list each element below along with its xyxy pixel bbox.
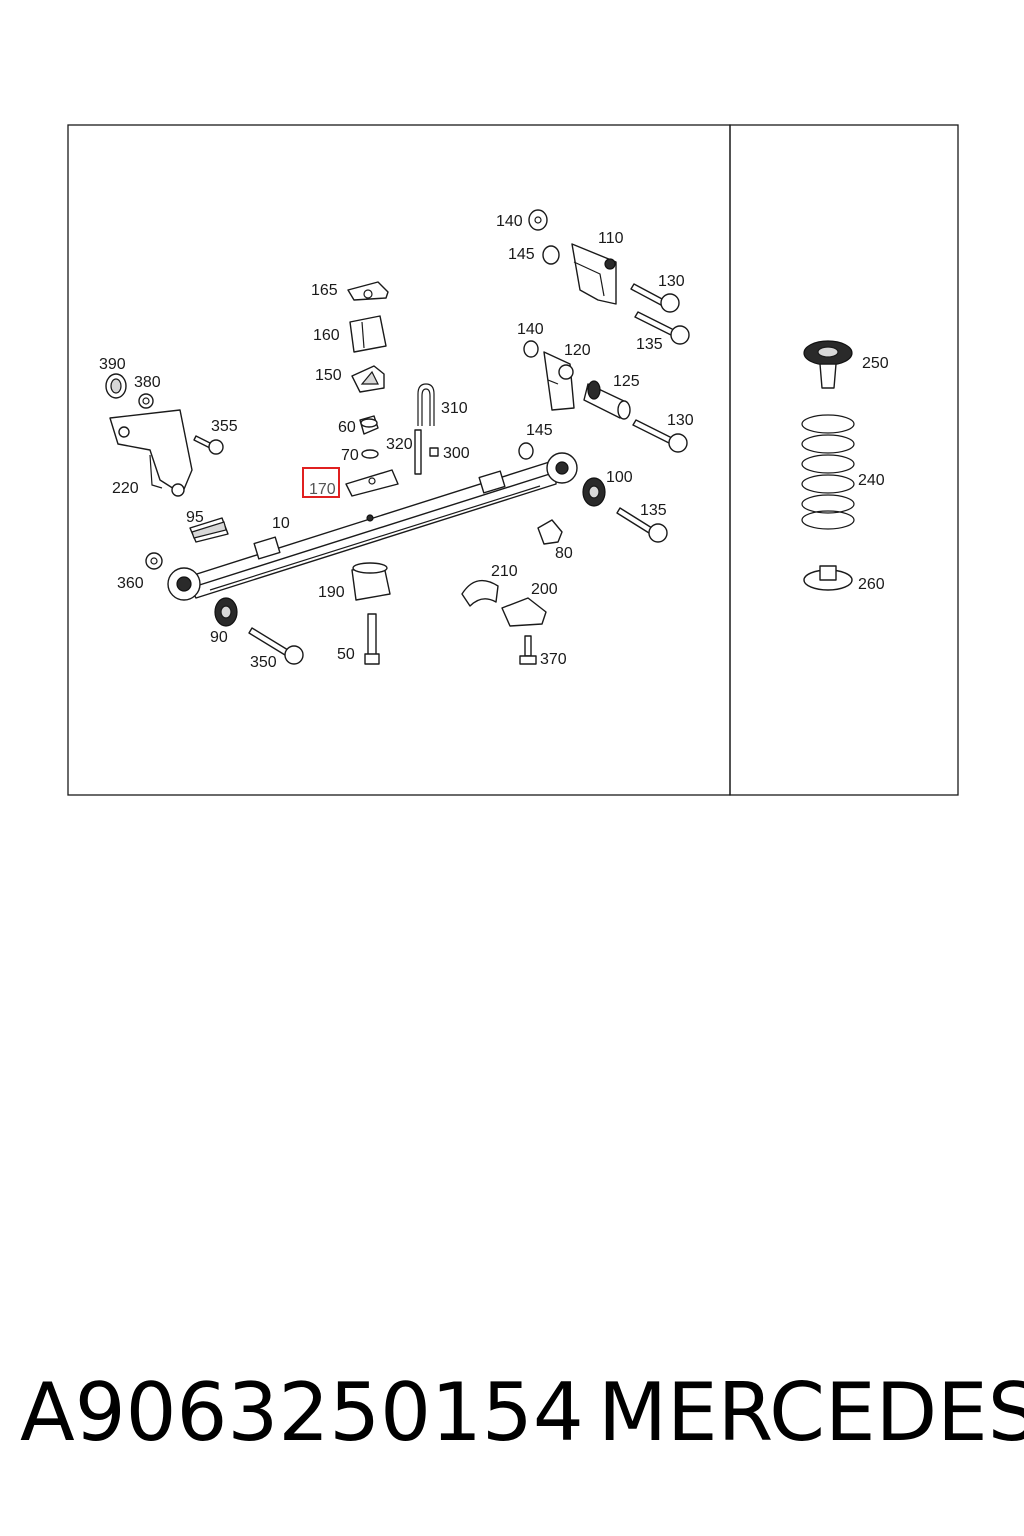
label-130-mid: 130 xyxy=(667,412,694,429)
label-350: 350 xyxy=(250,654,277,671)
bushing-125-part xyxy=(583,380,631,420)
label-110: 110 xyxy=(598,230,624,247)
coil-spring-240-part xyxy=(801,414,855,530)
label-90: 90 xyxy=(210,629,228,646)
label-390: 390 xyxy=(99,356,126,373)
washer-145-upper-part xyxy=(542,245,560,265)
nut-140-upper-part xyxy=(528,209,548,231)
leaf-spring-part xyxy=(167,452,578,601)
pad-95-part xyxy=(189,517,229,543)
shackle-120-part xyxy=(543,351,575,411)
bolt-130-mid-part xyxy=(632,419,688,453)
label-70: 70 xyxy=(341,447,359,464)
nut-140-lower-part xyxy=(523,340,539,358)
label-200: 200 xyxy=(531,581,558,598)
label-190: 190 xyxy=(318,584,345,601)
label-370: 370 xyxy=(540,651,567,668)
label-100: 100 xyxy=(606,469,633,486)
cap-210-part xyxy=(461,579,499,607)
label-250: 250 xyxy=(862,355,889,372)
diagram-frame-side xyxy=(729,124,959,796)
bolt-350-part xyxy=(248,627,304,665)
block-150-part xyxy=(351,365,385,393)
block-160-part xyxy=(349,315,387,353)
label-135-upper: 135 xyxy=(636,336,663,353)
label-80: 80 xyxy=(555,545,573,562)
label-300: 300 xyxy=(443,445,470,462)
label-140-lower: 140 xyxy=(517,321,544,338)
u-bolt-310-part xyxy=(417,383,435,426)
label-125: 125 xyxy=(613,373,640,390)
label-380: 380 xyxy=(134,374,161,391)
bolt-355-part xyxy=(193,435,224,455)
label-120: 120 xyxy=(564,342,591,359)
bolt-370-part xyxy=(519,635,537,665)
brand-name: MERCEDES xyxy=(598,1366,1024,1459)
part-number: A9063250154 xyxy=(20,1366,584,1459)
label-145-upper: 145 xyxy=(508,246,535,263)
label-355: 355 xyxy=(211,418,238,435)
label-10: 10 xyxy=(272,515,290,532)
label-170: 170 xyxy=(309,481,336,498)
shackle-110-part xyxy=(571,243,617,305)
bolt-135-lower-part xyxy=(616,507,668,543)
label-320: 320 xyxy=(386,436,413,453)
label-310: 310 xyxy=(441,400,468,417)
screw-300-part xyxy=(429,447,439,457)
bushing-100-part xyxy=(582,477,606,507)
label-50: 50 xyxy=(337,646,355,663)
label-220: 220 xyxy=(112,480,139,497)
label-95: 95 xyxy=(186,509,204,526)
bump-stop-250-part xyxy=(803,340,853,389)
label-260: 260 xyxy=(858,576,885,593)
label-160: 160 xyxy=(313,327,340,344)
nut-60-part xyxy=(359,415,379,435)
bolt-130-upper-part xyxy=(630,283,680,313)
label-240: 240 xyxy=(858,472,885,489)
label-360: 360 xyxy=(117,575,144,592)
label-210: 210 xyxy=(491,563,518,580)
bolt-50-part xyxy=(364,613,380,665)
spring-seat-260-part xyxy=(803,565,853,591)
block-165-part xyxy=(347,281,389,301)
washer-145-lower-part xyxy=(518,442,534,460)
bushing-90-part xyxy=(214,597,238,627)
caption: A9063250154 MERCEDES xyxy=(0,1366,1024,1476)
label-165: 165 xyxy=(311,282,338,299)
washer-70-part xyxy=(361,449,379,459)
nut-380-part xyxy=(138,393,154,409)
label-150: 150 xyxy=(315,367,342,384)
label-130-upper: 130 xyxy=(658,273,685,290)
highlight-box xyxy=(302,467,340,498)
clip-80-part xyxy=(537,519,563,545)
bushing-390-part xyxy=(105,373,127,399)
bolt-135-upper-part xyxy=(634,311,690,345)
clamp-200-part xyxy=(501,597,547,627)
bracket-220-part xyxy=(109,409,193,497)
label-145-lower: 145 xyxy=(526,422,553,439)
pin-320-part xyxy=(414,429,422,475)
nut-360-part xyxy=(145,552,163,570)
parts-diagram: 10 50 60 70 80 90 95 100 110 120 125 130… xyxy=(67,124,959,796)
label-140-upper: 140 xyxy=(496,213,523,230)
label-135-lower: 135 xyxy=(640,502,667,519)
label-60: 60 xyxy=(338,419,356,436)
plate-170-part xyxy=(345,469,399,497)
block-190-part xyxy=(351,562,391,601)
